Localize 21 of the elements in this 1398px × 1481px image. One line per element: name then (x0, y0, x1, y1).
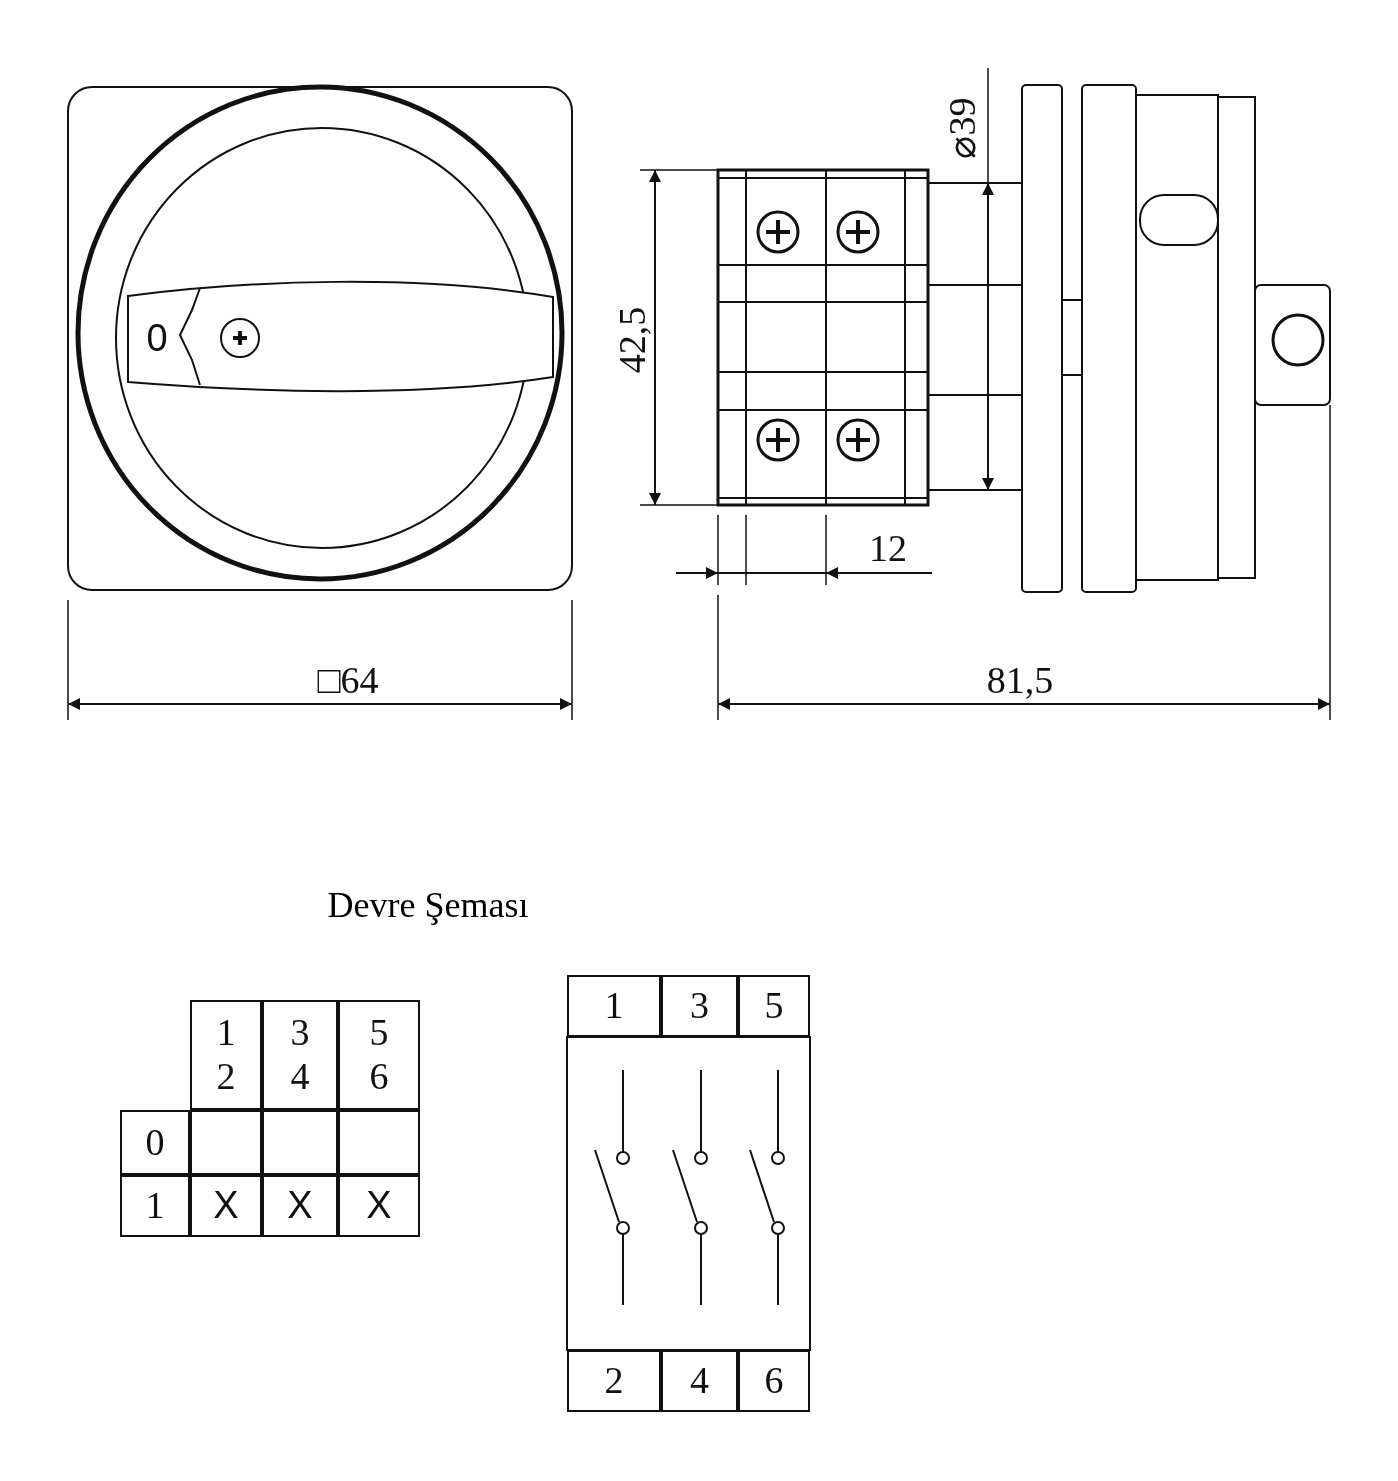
table-cell: 5 (738, 975, 810, 1037)
table-cell: 0 (120, 1110, 190, 1175)
table-cell: 1 (120, 1175, 190, 1237)
table-cell: 1 2 (190, 1000, 262, 1110)
section-heading: Devre Şeması (327, 884, 529, 926)
dimension-label: 42,5 (613, 306, 651, 374)
table-cell: 4 (661, 1350, 738, 1412)
dimension-label: 12 (869, 529, 907, 567)
table-cell: 2 (567, 1350, 661, 1412)
table-cell: X (262, 1175, 338, 1237)
table-cell: 3 4 (262, 1000, 338, 1110)
dimension-label: □64 (317, 661, 379, 699)
table-cell: 1 (567, 975, 661, 1037)
table-cell: X (338, 1175, 420, 1237)
position-label: 0 (146, 319, 168, 357)
table-cell: 5 6 (338, 1000, 420, 1110)
dimension-label: ⌀39 (943, 97, 981, 159)
table-cell: 6 (738, 1350, 810, 1412)
table-cell: X (190, 1175, 262, 1237)
dimension-label: 81,5 (986, 661, 1054, 699)
table-cell: 3 (661, 975, 738, 1037)
